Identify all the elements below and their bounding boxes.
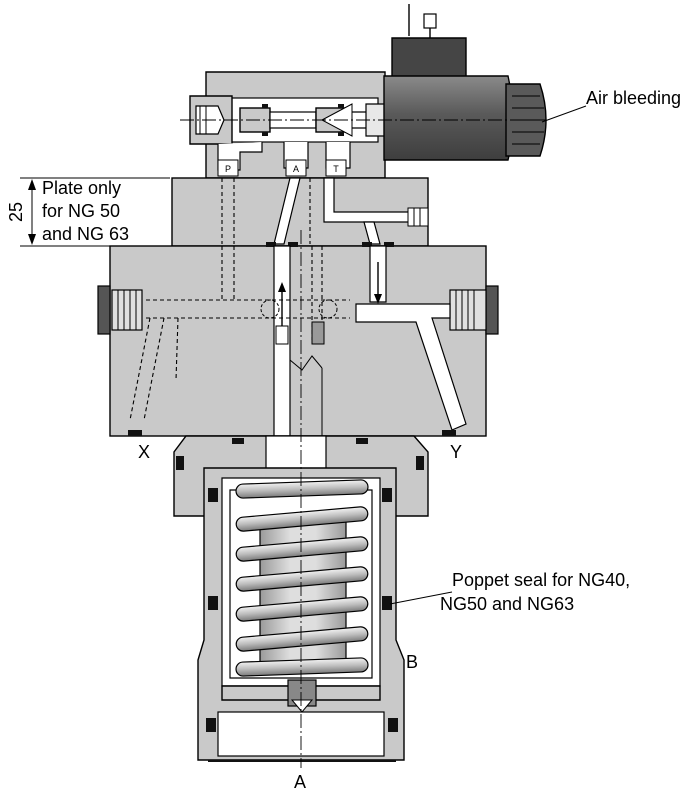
air-bleeding-callout: Air bleeding (541, 88, 681, 123)
air-bleeding-label: Air bleeding (586, 88, 681, 108)
port-x-label: X (138, 442, 150, 462)
plate-only-line-1: Plate only (42, 178, 121, 198)
poppet-seal-line-1: Poppet seal for NG40, (452, 570, 630, 590)
pilot-port-t-label: T (333, 164, 339, 174)
pilot-port-p-label: P (225, 164, 231, 174)
port-y-label: Y (450, 442, 462, 462)
port-b-label: B (406, 652, 418, 672)
poppet-seal-line-2: NG50 and NG63 (440, 594, 574, 614)
plate-only-line-2: for NG 50 (42, 201, 120, 221)
plate-only-line-3: and NG 63 (42, 224, 129, 244)
intermediate-plate (171, 177, 429, 247)
solenoid-coil (383, 75, 547, 161)
port-a-label: A (294, 772, 306, 792)
plate-dimension: 25 Plate only for NG 50 and NG 63 (6, 177, 170, 247)
pilot-valve: P A T (180, 4, 548, 179)
pilot-port-a-label: A (293, 164, 299, 174)
poppet-seal-callout: Poppet seal for NG40, NG50 and NG63 (389, 570, 630, 614)
dimension-value: 25 (6, 202, 26, 222)
spring (235, 479, 369, 677)
main-cover (97, 242, 499, 437)
solenoid-connector (391, 4, 467, 85)
